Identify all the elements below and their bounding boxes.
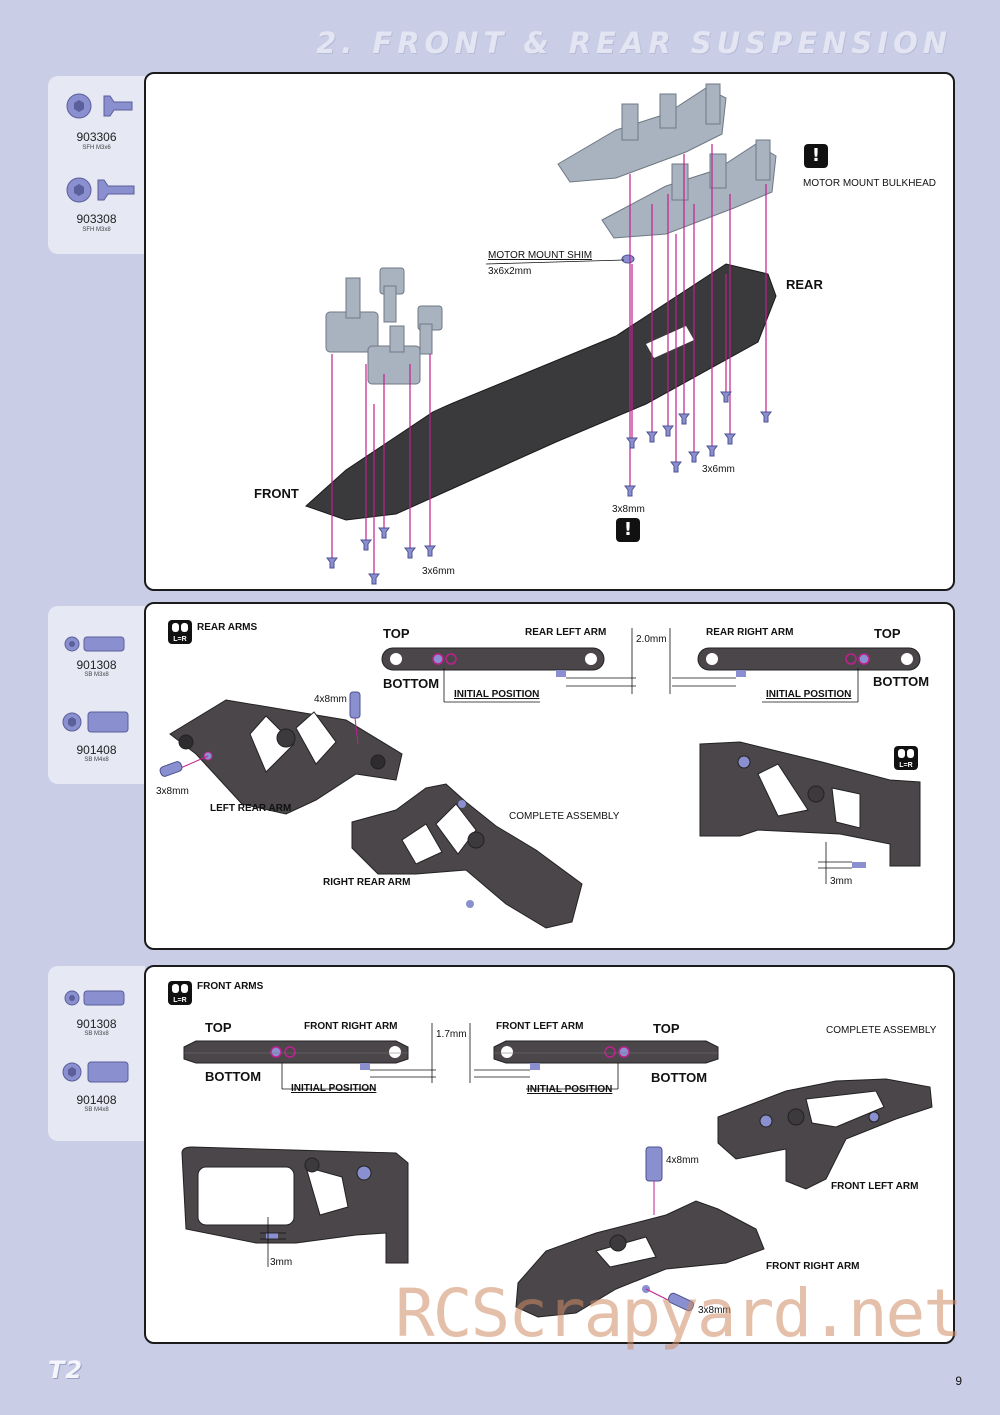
front-arms-heading: FRONT ARMS <box>197 981 264 992</box>
screw-901308-icon <box>64 990 125 1006</box>
front-arms-diagram <box>181 1023 933 1318</box>
rear-bulkhead-top <box>557 83 727 183</box>
bottom-label: BOTTOM <box>651 1070 708 1085</box>
part-desc: SB M3x8 <box>84 1031 109 1037</box>
front-bulkhead-right <box>367 305 443 385</box>
screw-901408-icon <box>62 711 129 733</box>
pin-4x8-label: 4x8mm <box>666 1155 699 1166</box>
part-code: 901308 <box>76 1017 117 1031</box>
front-arm-plan <box>181 1146 409 1264</box>
motor-mount-bulkhead-label: MOTOR MOUNT BULKHEAD <box>803 178 936 189</box>
front-right-arm-top-label: FRONT RIGHT ARM <box>304 1021 398 1032</box>
initial-position-label: INITIAL POSITION <box>527 1084 613 1095</box>
part-code: 901408 <box>76 743 117 757</box>
parts-sidebar-front: 901308 SB M3x8 901408 SB M4x8 <box>48 966 145 1141</box>
right-rear-arm-3d <box>351 783 583 929</box>
screw-901408-icon <box>62 1061 129 1083</box>
left-equals-right-icon: L=R <box>894 746 918 770</box>
rear-arms-diagram <box>159 628 921 929</box>
motor-mount-shim-label: MOTOR MOUNT SHIM <box>488 250 593 261</box>
screw-3x6-label: 3x6mm <box>422 566 455 577</box>
rear-right-arm-label: REAR RIGHT ARM <box>706 627 794 638</box>
part-desc: SFH M3x6 <box>82 145 111 151</box>
screw-icons <box>62 636 129 733</box>
warning-icon: ! <box>616 518 640 542</box>
chassis-plate <box>305 263 777 521</box>
motor-mount-shim <box>621 254 635 264</box>
page-number: 9 <box>955 1374 962 1388</box>
screw-icons <box>62 990 129 1083</box>
front-right-arm-label: FRONT RIGHT ARM <box>766 1261 860 1272</box>
page-title: 2. FRONT & REAR SUSPENSION <box>316 26 952 60</box>
bottom-label: BOTTOM <box>383 676 440 691</box>
part-desc: SB M3x8 <box>84 672 109 678</box>
parts-sidebar-rear: 901308 SB M3x8 901408 SB M4x8 <box>48 606 145 784</box>
screw-903308-icon <box>66 177 135 203</box>
part-code: 903308 <box>76 212 117 226</box>
front-right-arm-3d <box>515 1200 765 1318</box>
initial-position-label: INITIAL POSITION <box>291 1083 377 1094</box>
bottom-label: BOTTOM <box>205 1069 262 1084</box>
chassis-assembly-panel: ! MOTOR MOUNT BULKHEAD MOTOR MOUNT SHIM … <box>144 72 955 591</box>
screw-3x6-label: 3x6mm <box>702 464 735 475</box>
screw-901308-icon <box>64 636 125 652</box>
screw-903306-icon <box>66 93 133 119</box>
left-equals-right-icon: L=R <box>168 620 192 644</box>
rear-label: REAR <box>786 277 823 292</box>
front-left-arm-3d <box>717 1078 933 1190</box>
top-label: TOP <box>874 626 901 641</box>
arm-spacing-label: 1.7mm <box>436 1029 467 1040</box>
part-code: 901308 <box>76 658 117 672</box>
front-left-arm-label: FRONT LEFT ARM <box>831 1181 919 1192</box>
bottom-label: BOTTOM <box>873 674 930 689</box>
guide-lines <box>331 144 767 574</box>
parts-sidebar-chassis: 903306 SFH M3x6 903308 SFH M3x8 <box>48 76 145 254</box>
pin-3x8-label: 3x8mm <box>698 1305 731 1316</box>
watermark: RCScrapyard.net <box>395 1275 963 1352</box>
front-left-arm-top-label: FRONT LEFT ARM <box>496 1021 584 1032</box>
part-code: 901408 <box>76 1093 117 1107</box>
screw-icons <box>66 93 135 203</box>
complete-rear-arm <box>699 741 921 867</box>
initial-position-label: INITIAL POSITION <box>454 689 540 700</box>
initial-position-label: INITIAL POSITION <box>766 689 852 700</box>
left-rear-arm-3d <box>169 699 403 815</box>
arm-spacing-label: 2.0mm <box>636 634 667 645</box>
front-bulkhead-left <box>325 267 405 353</box>
rear-right-arm-bar <box>697 647 921 677</box>
front-label: FRONT <box>254 486 299 501</box>
top-label: TOP <box>653 1021 680 1036</box>
part-desc: SB M4x8 <box>84 757 109 763</box>
pin-4x8-label: 4x8mm <box>314 694 347 705</box>
front-right-arm-bar <box>183 1040 409 1070</box>
warning-icon: ! <box>804 144 828 168</box>
part-desc: SB M4x8 <box>84 1107 109 1113</box>
rear-arms-heading: REAR ARMS <box>197 622 258 633</box>
chassis-slots <box>408 288 694 420</box>
complete-assembly-label: COMPLETE ASSEMBLY <box>509 811 620 822</box>
left-rear-arm-label: LEFT REAR ARM <box>210 803 292 814</box>
gap-3mm-label: 3mm <box>270 1257 293 1268</box>
t2-logo: T2 <box>48 1356 84 1384</box>
left-equals-right-icon: L=R <box>168 981 192 1005</box>
right-rear-arm-label: RIGHT REAR ARM <box>323 877 411 888</box>
pin-3x8-label: 3x8mm <box>156 786 189 797</box>
part-desc: SFH M3x8 <box>82 227 111 233</box>
shim-size-label: 3x6x2mm <box>488 266 532 277</box>
screw-3x8-label: 3x8mm <box>612 504 645 515</box>
front-arms-panel: L=R FRONT ARMS <box>144 965 955 1344</box>
rear-left-arm-label: REAR LEFT ARM <box>525 627 607 638</box>
front-left-arm-bar <box>493 1040 719 1070</box>
chassis-diagram <box>305 83 777 585</box>
part-code: 903306 <box>76 130 117 144</box>
top-label: TOP <box>205 1020 232 1035</box>
gap-3mm-label: 3mm <box>830 876 853 887</box>
top-label: TOP <box>383 626 410 641</box>
chassis-screws <box>326 391 772 585</box>
complete-assembly-label: COMPLETE ASSEMBLY <box>826 1025 937 1036</box>
rear-arms-panel: L=R REAR ARMS <box>144 602 955 950</box>
rear-left-arm-bar <box>381 647 605 677</box>
